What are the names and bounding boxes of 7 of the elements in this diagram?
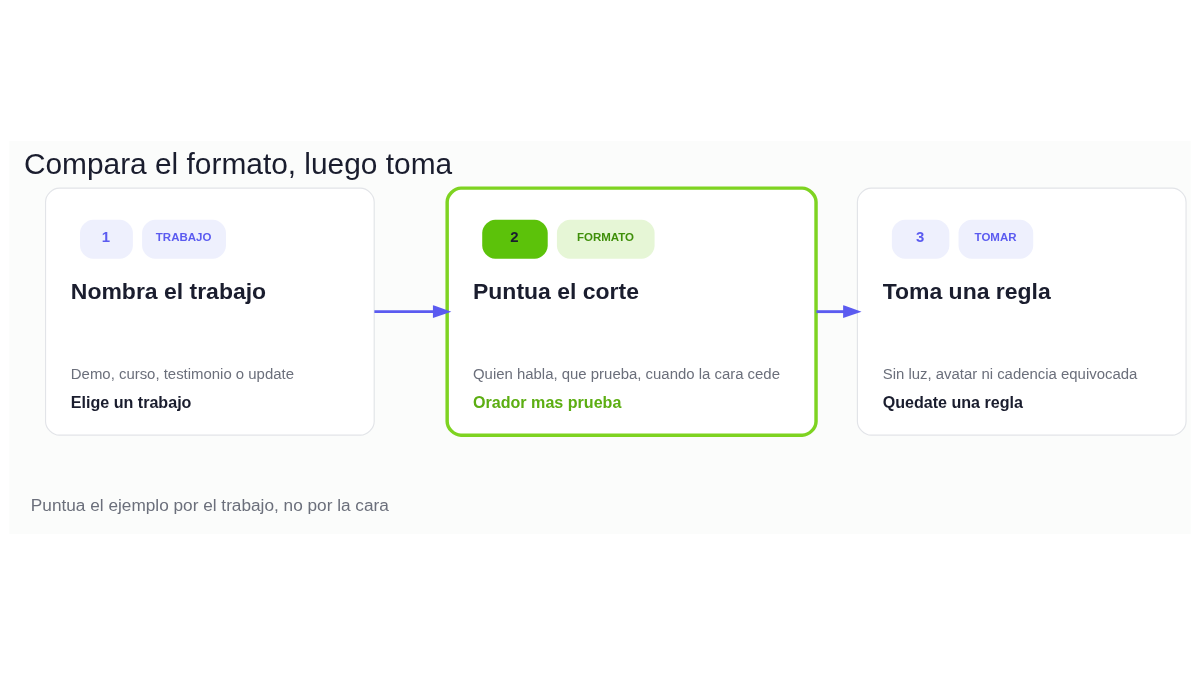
arrow <box>374 305 452 319</box>
label: Puntua el ejemplo por el trabajo, no por la cara <box>30 495 389 516</box>
node-box: 3 TOMAR Toma una regla Sin luz, avatar ni cadencia equivocada Quedate una regla <box>856 187 1187 436</box>
node-box: 1 TRABAJO Nombra el trabajo Demo, curso, testimonio o update Elige un trabajo <box>44 187 375 436</box>
diagram-title: Compara el formato, luego toma <box>23 147 453 181</box>
arrow <box>816 305 862 319</box>
node-box: 2 FORMATO Puntua el corte Quien habla, que prueba, cuando la cara cede Orador mas prueba <box>445 186 818 437</box>
